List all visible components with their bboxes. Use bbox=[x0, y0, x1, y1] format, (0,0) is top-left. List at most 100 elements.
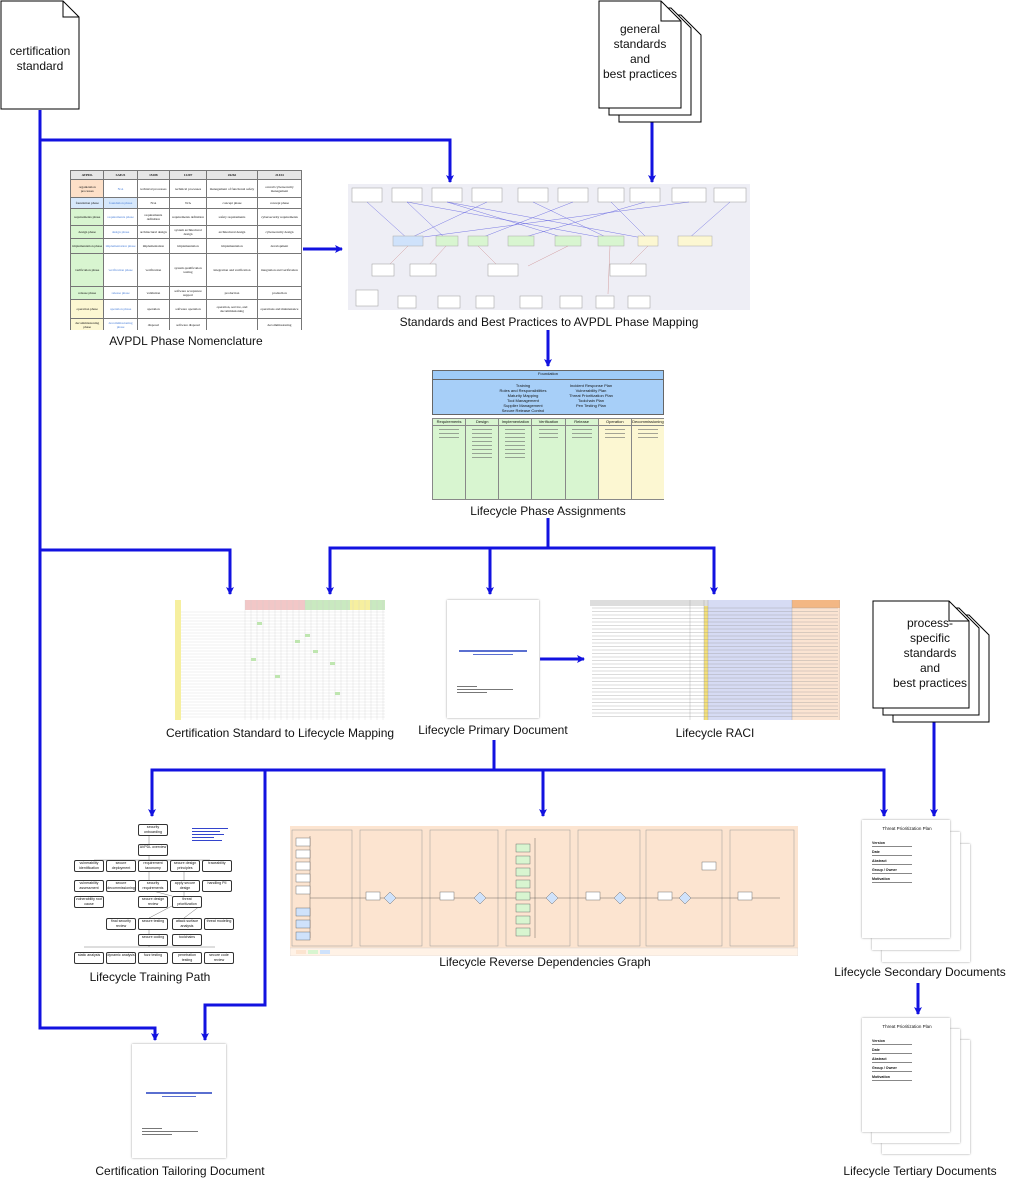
table-cell: technical processes bbox=[136, 179, 170, 198]
table-cell: system architectural design bbox=[168, 225, 208, 239]
table-cell: decommissioning phase bbox=[103, 318, 138, 330]
training-node: secure design principles bbox=[170, 860, 200, 872]
training-node: attack surface analysis bbox=[172, 918, 202, 930]
assign-to-cert-mapping bbox=[326, 518, 550, 595]
process-line1: process- bbox=[906, 616, 953, 630]
foundation-item: Secure Release Control bbox=[501, 408, 545, 413]
table-cell: architectural design bbox=[136, 225, 170, 239]
document-icon bbox=[0, 0, 80, 110]
tailoring-document-thumbnail bbox=[132, 1044, 226, 1158]
foundation-item: Tool Management bbox=[507, 398, 539, 403]
table-cell: safety requirements bbox=[206, 208, 258, 226]
table-header: 21434 bbox=[256, 170, 302, 180]
training-node: toolchains bbox=[172, 934, 202, 946]
cert-mapping-grid bbox=[175, 600, 385, 720]
table-cell: requirements phase bbox=[70, 208, 105, 226]
primary-to-tailoring bbox=[201, 770, 267, 1041]
table-cell: software disposal bbox=[168, 318, 208, 330]
training-node: secure coding bbox=[138, 934, 168, 946]
table-cell: requirements phase bbox=[103, 208, 138, 226]
training-node: static analysis bbox=[74, 952, 104, 964]
standards-mapping-thumbnail bbox=[348, 184, 750, 310]
training-node: penetration testing bbox=[172, 952, 202, 964]
table-cell: verification phase bbox=[70, 253, 105, 287]
raci-grid bbox=[590, 600, 840, 720]
table-cell: integration and verification bbox=[206, 253, 258, 287]
general-line2: standards bbox=[613, 37, 667, 51]
training-node: vulnerability root cause bbox=[74, 896, 104, 908]
table-cell: implementation bbox=[168, 238, 208, 254]
label-primary-document: Lifecycle Primary Document bbox=[418, 723, 568, 737]
table-header: 26262 bbox=[206, 170, 258, 180]
doc-section-heading: Motivation bbox=[872, 877, 890, 881]
doc-section-heading: Version bbox=[872, 1039, 885, 1043]
table-cell: operations and maintenance bbox=[256, 299, 302, 319]
foundation-item: Training bbox=[515, 383, 531, 388]
table-cell: requirements definition bbox=[168, 208, 208, 226]
table-cell: overall cybersecurity management bbox=[256, 179, 302, 198]
reverse-dependency-graph bbox=[290, 829, 798, 956]
process-line4: and bbox=[919, 661, 941, 675]
foundation-item: Pen Testing Plan bbox=[576, 403, 606, 408]
training-node: threat prioritization bbox=[172, 896, 202, 908]
table-cell: cybersecurity design bbox=[256, 225, 302, 239]
table-cell: production bbox=[256, 286, 302, 300]
document-stack-icon bbox=[872, 600, 990, 723]
doc-section-heading: Version bbox=[872, 841, 885, 845]
table-cell: integration and verification bbox=[256, 253, 302, 287]
phase-column-header: Design bbox=[466, 419, 499, 426]
tertiary-doc-title: Threat Prioritization Plan bbox=[882, 1024, 932, 1029]
process-line5: best practices bbox=[892, 676, 968, 690]
label-reverse-dependencies: Lifecycle Reverse Dependencies Graph bbox=[439, 955, 651, 969]
table-cell: implementation phase bbox=[70, 238, 105, 254]
cert-standard-line2: standard bbox=[16, 59, 64, 73]
table-cell: N/A bbox=[103, 179, 138, 198]
table-cell: validation bbox=[136, 286, 170, 300]
phase-column-header: Decommissioning bbox=[631, 419, 664, 426]
doc-section-heading: Date bbox=[872, 850, 880, 854]
table-cell: implementation phase bbox=[103, 238, 138, 254]
training-node: secure deployment bbox=[106, 860, 136, 872]
table-cell: design phase bbox=[70, 225, 105, 239]
foundation-item: Incident Response Plan bbox=[569, 383, 613, 388]
table-cell: concept phase bbox=[206, 197, 258, 209]
table-cell: operation phase bbox=[70, 299, 105, 319]
training-node: secure testing bbox=[138, 918, 168, 930]
table-cell: foundation phase bbox=[70, 197, 105, 209]
table-cell: release phase bbox=[70, 286, 105, 300]
phase-column: Implementation bbox=[498, 418, 533, 500]
foundation-item: Threat Prioritization Plan bbox=[569, 393, 613, 398]
general-line3: and bbox=[629, 52, 651, 66]
table-cell: organization processes bbox=[70, 179, 105, 198]
table-cell: operation phase bbox=[103, 299, 138, 319]
foundation-item: Vulnerability Plan bbox=[575, 388, 607, 393]
table-cell: decommissioning bbox=[256, 318, 302, 330]
table-cell: N/A bbox=[168, 197, 208, 209]
cert-standard-line1: certification bbox=[9, 44, 71, 58]
training-node: vulnerability assessment bbox=[74, 880, 104, 892]
foundation-item: Toolchain Plan bbox=[577, 398, 605, 403]
phase-column: Design bbox=[465, 418, 500, 500]
table-cell: production bbox=[206, 286, 258, 300]
certification-standard-doc: certification standard bbox=[0, 0, 80, 110]
phase-column-header: Release bbox=[565, 419, 598, 426]
training-node: requirement taxonomy bbox=[138, 860, 168, 872]
training-legend bbox=[192, 826, 236, 843]
foundation-item: Maturity Mapping bbox=[507, 393, 539, 398]
raci-thumbnail bbox=[590, 600, 840, 720]
training-node: secure decommissioning bbox=[106, 880, 136, 892]
training-node: apply secure design bbox=[170, 880, 200, 892]
